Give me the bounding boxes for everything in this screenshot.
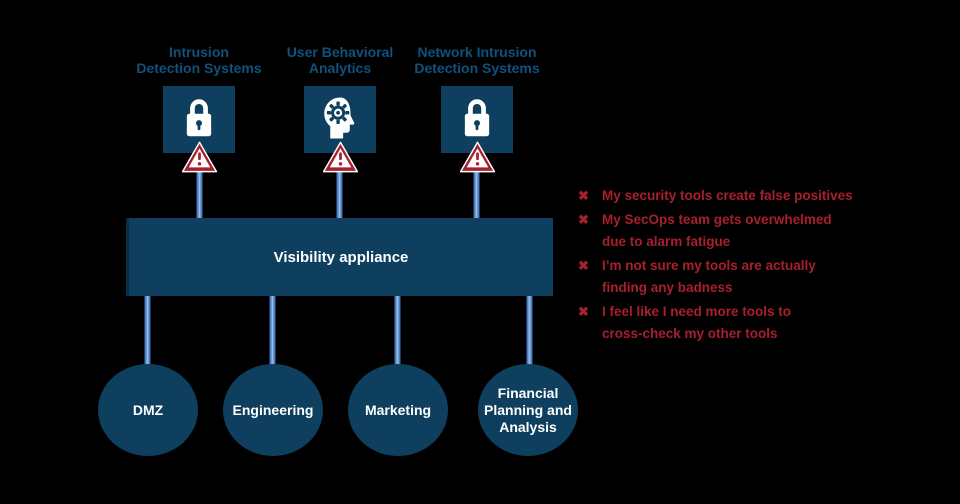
x-mark-icon: ✖: [578, 212, 589, 227]
warning-triangle-icon: [459, 141, 496, 178]
tool-label-line: User Behavioral: [286, 44, 394, 60]
pain-point-text: My SecOps team gets overwhelmed due to a…: [602, 209, 832, 253]
connector-line-top: [473, 168, 480, 219]
pain-point-line: due to alarm fatigue: [602, 234, 731, 249]
tool-box-intrusion-detection: [163, 86, 235, 153]
pain-point-item: ✖ I feel like I need more tools to cross…: [578, 301, 888, 345]
visibility-appliance-bar: Visibility appliance: [126, 218, 553, 296]
segment-label: Marketing: [364, 401, 432, 418]
visibility-appliance-label: Visibility appliance: [273, 248, 409, 266]
connector-line-top: [336, 168, 343, 219]
pain-point-line: My SecOps team gets overwhelmed: [602, 212, 832, 227]
tool-label-line: Network Intrusion: [417, 44, 537, 60]
segment-circle-financial-planning: Financial Planning and Analysis: [478, 364, 578, 456]
pain-point-item: ✖ My SecOps team gets overwhelmed due to…: [578, 209, 888, 253]
pain-points-list: ✖ My security tools create false positiv…: [578, 185, 888, 347]
segment-label: Planning and: [484, 401, 572, 418]
connector-line-bottom: [394, 295, 401, 367]
pain-point-text: I feel like I need more tools to cross-c…: [602, 301, 791, 345]
segment-circle-dmz: DMZ: [98, 364, 198, 456]
tool-label-user-behavioral-analytics: User Behavioral Analytics: [255, 44, 425, 76]
tool-box-network-intrusion-detection: [441, 86, 513, 153]
tool-label-line: Detection Systems: [136, 60, 262, 76]
pain-point-line: My security tools create false positives: [602, 188, 853, 203]
lock-icon: [182, 96, 216, 144]
segment-label: Analysis: [499, 418, 557, 435]
lock-icon: [460, 96, 494, 144]
connector-line-bottom: [269, 295, 276, 367]
segment-circle-marketing: Marketing: [348, 364, 448, 456]
connector-line-bottom: [526, 295, 533, 367]
warning-triangle-icon: [181, 141, 218, 178]
x-mark-icon: ✖: [578, 188, 589, 203]
tool-label-network-intrusion-detection: Network Intrusion Detection Systems: [392, 44, 562, 76]
segment-circle-engineering: Engineering: [223, 364, 323, 456]
pain-point-line: I feel like I need more tools to: [602, 304, 792, 319]
pain-point-item: ✖ I’m not sure my tools are actually fin…: [578, 255, 888, 299]
pain-point-text: My security tools create false positives: [602, 185, 853, 207]
pain-point-item: ✖ My security tools create false positiv…: [578, 185, 888, 207]
x-mark-icon: ✖: [578, 258, 589, 273]
segment-label: DMZ: [132, 401, 164, 418]
pain-point-line: finding any badness: [602, 280, 733, 295]
tool-label-line: Detection Systems: [414, 60, 540, 76]
connector-line-bottom: [144, 295, 151, 367]
segment-label: Financial: [497, 384, 559, 401]
tool-label-intrusion-detection: Intrusion Detection Systems: [114, 44, 284, 76]
x-mark-icon: ✖: [578, 304, 589, 319]
tool-label-line: Analytics: [308, 60, 372, 76]
pain-point-line: cross-check my other tools: [602, 326, 778, 341]
connector-line-top: [196, 168, 203, 219]
warning-triangle-icon: [322, 141, 359, 178]
tool-box-user-behavioral-analytics: [304, 86, 376, 153]
pain-point-line: I’m not sure my tools are actually: [602, 258, 816, 273]
tool-label-line: Intrusion: [169, 44, 229, 60]
brain-gear-icon: [319, 95, 361, 145]
segment-label: Engineering: [232, 401, 314, 418]
pain-point-text: I’m not sure my tools are actually findi…: [602, 255, 816, 299]
